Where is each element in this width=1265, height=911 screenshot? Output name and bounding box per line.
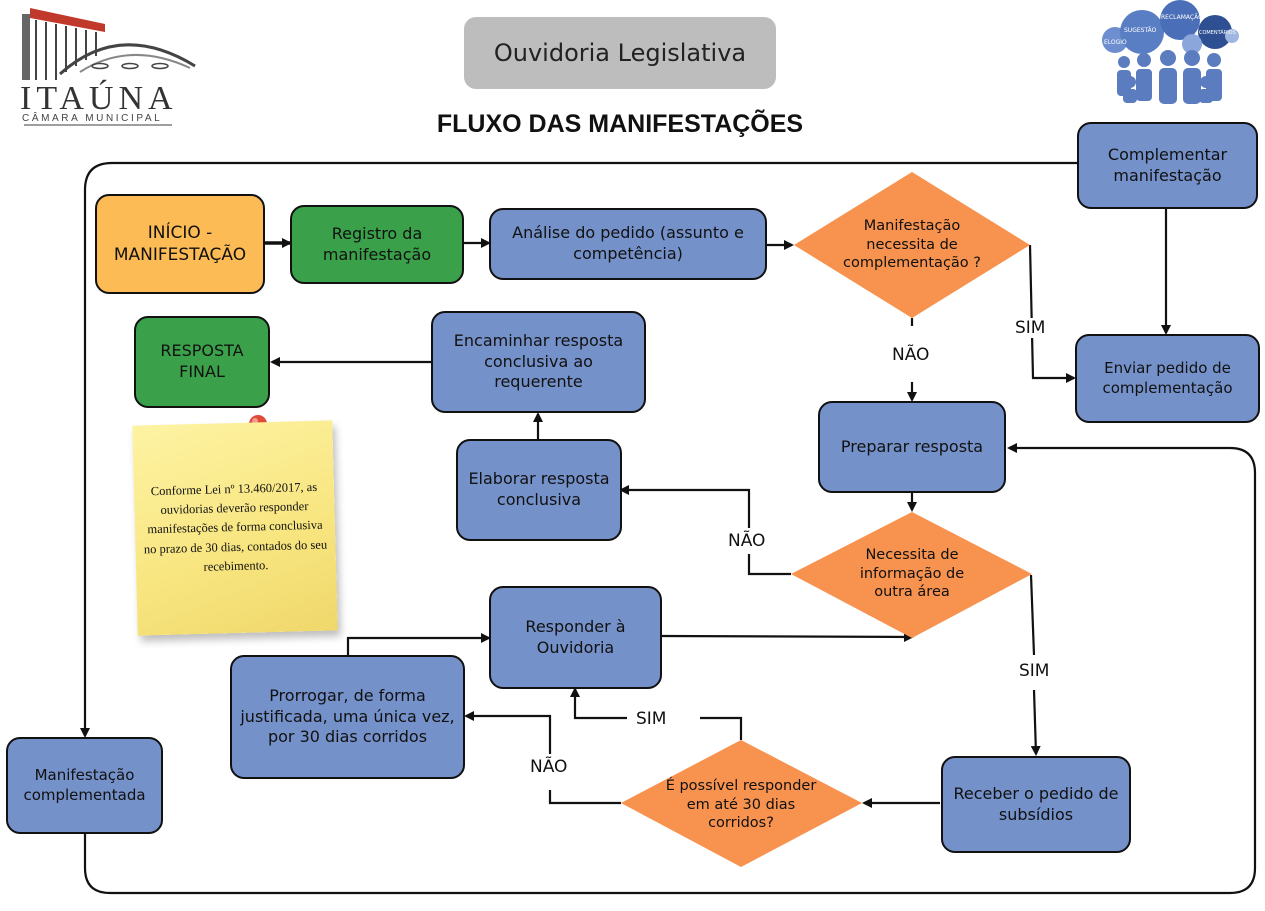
diamond-complementacao: [794, 172, 1030, 318]
loop-complementar-to-complementada: [80, 161, 1078, 738]
label-nao-30-dias: NÃO: [527, 757, 571, 777]
sticky-note: Conforme Lei nº 13.460/2017, as ouvidori…: [132, 420, 338, 636]
bubble-comentarios: COMENTÁRIOS: [1199, 29, 1236, 36]
decision-complementacao-text: Manifestação necessita de complementação…: [843, 217, 981, 272]
node-encaminhar: Encaminhar resposta conclusiva ao requer…: [431, 311, 646, 413]
bubble-reclamacao: RECLAMAÇÃO: [1161, 14, 1203, 21]
arrow-decisao3-responder-b: [570, 687, 627, 720]
arrow-decisao-enviar: [1028, 244, 1076, 383]
diamond-outra-area: [791, 512, 1032, 638]
node-inicio: INÍCIO - MANIFESTAÇÃO: [95, 194, 265, 294]
decision-outra-area-text: Necessita de informação de outra área: [859, 546, 965, 601]
node-receber-subsidios: Receber o pedido de subsídios: [941, 756, 1131, 853]
label-sim-complementacao: SIM: [1012, 318, 1049, 338]
arrow-decisao3-responder-a: [700, 716, 743, 740]
node-responder-ouvidoria: Responder à Ouvidoria: [489, 586, 662, 689]
node-registro: Registro da manifestação: [290, 205, 464, 284]
logo-subtitle: CÂMARA MUNICIPAL: [22, 113, 163, 124]
bubble-sugestao: SUGESTÃO: [1124, 27, 1157, 34]
node-preparar: Preparar resposta: [818, 401, 1006, 493]
node-complementar: Complementar manifestação: [1077, 122, 1258, 209]
page-title: Ouvidoria Legislativa: [464, 17, 776, 89]
arrow-decisao3-prorrogar-a: [548, 790, 621, 805]
arrow-prorrogar-responder: [346, 633, 491, 656]
logo-word: ITAÚNA: [20, 80, 178, 117]
node-analise: Análise do pedido (assunto e competência…: [489, 208, 767, 280]
arrow-decisao3-prorrogar-b: [464, 711, 552, 754]
label-nao-complementacao: NÃO: [889, 345, 933, 365]
label-sim-30-dias: SIM: [633, 709, 670, 729]
sticky-note-text: Conforme Lei nº 13.460/2017, as ouvidori…: [143, 479, 328, 574]
arrow-decisao2-receber-a: [1029, 574, 1036, 656]
node-elaborar: Elaborar resposta conclusiva: [456, 439, 622, 541]
node-resposta-final: RESPOSTA FINAL: [134, 316, 270, 408]
camara-building-icon: [22, 8, 196, 80]
bubble-elogio: ELOGIO: [1104, 39, 1127, 46]
decision-30-dias-text: É possível responder em até 30 dias corr…: [665, 777, 817, 832]
node-prorrogar: Prorrogar, de forma justificada, uma úni…: [230, 655, 465, 779]
arrow-decisao2-receber-b: [1030, 689, 1041, 756]
loop-complementada-to-preparar: [83, 443, 1257, 895]
label-sim-outra-area: SIM: [1016, 661, 1053, 681]
crowd-feedback-icon: [1102, 0, 1239, 104]
node-enviar-pedido: Enviar pedido de complementação: [1075, 334, 1260, 423]
arrow-decisao2-elaborar: [747, 554, 791, 576]
node-manifestacao-complementada: Manifestação complementada: [6, 737, 163, 834]
arrow-decisao2-elaborar-b: [619, 485, 751, 528]
label-nao-outra-area: NÃO: [725, 531, 769, 551]
arrow-responder-decisao2: [660, 631, 914, 642]
flow-heading: FLUXO DAS MANIFESTAÇÕES: [436, 110, 804, 138]
diamond-30-dias: [621, 740, 862, 867]
